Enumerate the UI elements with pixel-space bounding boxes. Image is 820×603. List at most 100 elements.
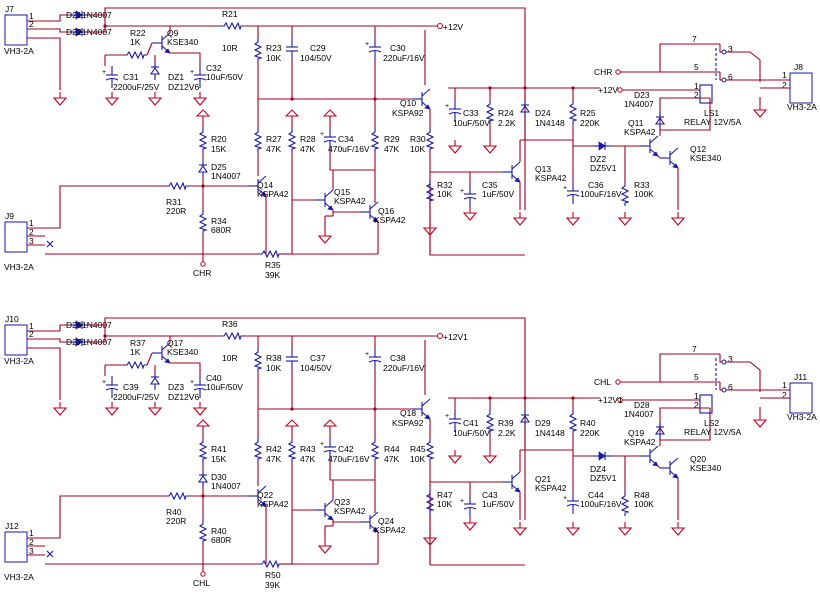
resistor-j (257, 250, 283, 258)
transistor-reg-ref: Q9 (167, 28, 179, 38)
capacitor-e-val: 470uF/16V (328, 454, 370, 464)
relay-sense-label: CHR (594, 67, 612, 77)
resistor-h-ref: R28 (300, 134, 316, 144)
transistor-reg-model: KSE340 (167, 347, 198, 357)
resistor-b (219, 332, 245, 340)
ground-icon (53, 401, 67, 416)
resistor-a (122, 361, 148, 369)
capacitor-a-val: 2200uF/25V (113, 82, 160, 92)
resistor-i-ref: R44 (384, 444, 400, 454)
resistor-b-val: 10R (222, 353, 238, 363)
capacitor-h-ref: C44 (588, 490, 604, 500)
resistor-j-ref: R50 (265, 570, 281, 580)
resistor-g-ref: R27 (266, 134, 282, 144)
pin-label: 2 (29, 19, 34, 29)
diode-e-ref: D28 (634, 400, 650, 410)
transistor-m2-ref: Q16 (378, 206, 394, 216)
relay-ref: LS1 (704, 108, 719, 118)
transistor-m2-ref: Q24 (378, 516, 394, 526)
connector-in2-label: J9 (5, 211, 14, 221)
ground-icon (148, 91, 162, 106)
resistor-m-ref: R25 (580, 108, 596, 118)
resistor-g (254, 127, 262, 153)
resistor-o-val: 100K (634, 499, 654, 509)
ground-icon (671, 211, 685, 226)
relay-model: RELAY 12V/5A (684, 117, 742, 127)
zener-a-val: DZ12V6 (168, 82, 199, 92)
transistor-reg-model: KSE340 (167, 37, 198, 47)
transistor-in-model: KSPA42 (257, 499, 289, 509)
relay-rail-label: +12V1 (598, 395, 623, 405)
capacitor-d-val: 220uF/16V (383, 53, 425, 63)
resistor-d-val: 15K (211, 144, 226, 154)
junction-dot (290, 97, 294, 101)
diode-d-model: 1N4148 (535, 428, 565, 438)
capacitor-g-ref: C43 (482, 490, 498, 500)
connector-in1 (4, 324, 46, 356)
node-port (196, 109, 210, 117)
capacitor-a-val: 2200uF/25V (113, 392, 160, 402)
resistor-b (219, 22, 245, 30)
connector-in2-type: VH3-2A (4, 572, 34, 582)
pin-label: 1 (782, 70, 787, 80)
diode-e-ref: D23 (634, 90, 650, 100)
resistor-c (254, 37, 262, 63)
ground-icon (671, 521, 685, 536)
pin-label: 2 (29, 329, 34, 339)
resistor-a-val: 1K (130, 37, 141, 47)
ground-icon (566, 211, 580, 226)
capacitor-a-ref: C31 (123, 72, 139, 82)
ground-icon (105, 401, 119, 416)
resistor-h-val: 47K (300, 454, 315, 464)
transistor-in-ref: Q14 (257, 180, 273, 190)
resistor-h (288, 437, 296, 463)
ground-icon (193, 401, 207, 416)
zener-a-ref: DZ3 (168, 382, 184, 392)
capacitor-c (285, 37, 299, 61)
pin-label: 2 (782, 80, 787, 90)
resistor-n-ref: R32 (437, 180, 453, 190)
diode-c-model: 1N4007 (211, 481, 241, 491)
node-port (323, 419, 337, 427)
transistor-in-model: KSPA42 (257, 189, 289, 199)
transistor-reg-ref: Q17 (167, 338, 183, 348)
capacitor-d-ref: C38 (390, 353, 406, 363)
pin-label: 1 (29, 528, 34, 538)
transistor-n-model: KSPA42 (535, 173, 567, 183)
resistor-e-val: 220R (166, 206, 186, 216)
ground-icon (753, 103, 767, 118)
transistor-d1 (639, 135, 659, 157)
capacitor-b-ref: C40 (206, 373, 222, 383)
resistor-l-ref: R24 (498, 108, 514, 118)
transistor-n-ref: Q21 (535, 474, 551, 484)
resistor-f (199, 519, 207, 545)
transistor-d2-ref: Q20 (690, 454, 706, 464)
resistor-c-val: 10K (266, 363, 281, 373)
resistor-d-val: 15K (211, 454, 226, 464)
ground-icon (483, 139, 497, 154)
resistor-e-val: 220R (166, 516, 186, 526)
transistor-m1-ref: Q15 (334, 187, 350, 197)
ground-icon (448, 139, 462, 154)
connector-out-type: VH3-2A (787, 412, 817, 422)
resistor-l-val: 2.2K (498, 118, 516, 128)
capacitor-b-val: 10uF/50V (206, 72, 243, 82)
resistor-e-ref: R40 (166, 507, 182, 517)
capacitor-h (562, 491, 580, 515)
transistor-m1-model: KSPA42 (334, 196, 366, 206)
resistor-m (569, 409, 577, 435)
capacitor-g (459, 494, 477, 518)
resistor-j-ref: R35 (265, 260, 281, 270)
rail-label: +12V (443, 22, 463, 32)
pin-label: 1 (29, 11, 34, 21)
capacitor-b-ref: C32 (206, 63, 222, 73)
resistor-o-ref: R33 (634, 180, 650, 190)
transistor-p-model: KSPA92 (392, 108, 424, 118)
pin-label: 1 (29, 321, 34, 331)
ground-icon (513, 211, 527, 226)
ground-icon (618, 521, 632, 536)
transistor-n-ref: Q13 (535, 164, 551, 174)
transistor-d1-ref: Q11 (628, 118, 644, 128)
resistor-g-val: 47K (266, 144, 281, 154)
resistor-f-val: 680R (211, 225, 231, 235)
